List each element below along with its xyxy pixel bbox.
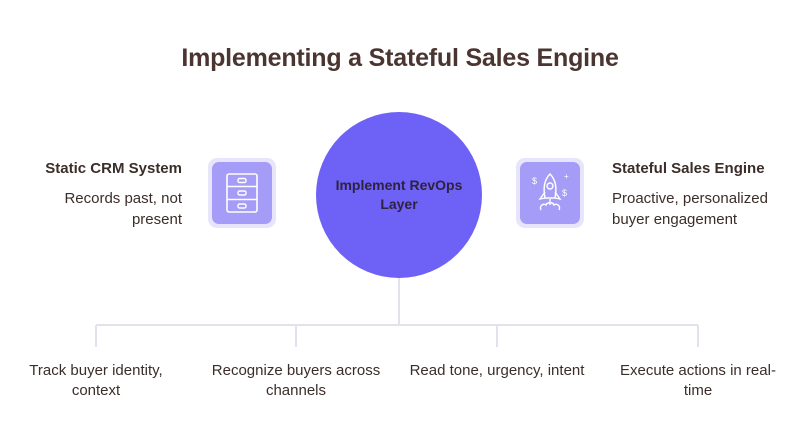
stateful-engine-icon-box: $ $ +	[516, 158, 584, 228]
stateful-engine-heading: Stateful Sales Engine	[612, 160, 765, 177]
center-node-label: Implement RevOps Layer	[335, 177, 463, 212]
svg-text:$: $	[562, 188, 567, 198]
static-crm-icon-box	[208, 158, 276, 228]
center-node: Implement RevOps Layer	[316, 112, 482, 278]
stateful-engine-block: Stateful Sales Engine Proactive, persona…	[612, 160, 782, 230]
file-cabinet-icon	[226, 173, 258, 213]
leaf-execute-actions: Execute actions in real-time	[620, 362, 776, 399]
leaf-recognize-buyers: Recognize buyers across channels	[211, 362, 381, 399]
svg-text:$: $	[532, 176, 537, 186]
page-title: Implementing a Stateful Sales Engine	[181, 44, 619, 72]
static-crm-block: Static CRM System Records past, not pres…	[45, 160, 182, 230]
leaf-track-identity: Track buyer identity, context	[29, 362, 163, 399]
static-crm-heading: Static CRM System	[45, 160, 182, 177]
svg-text:+: +	[564, 172, 569, 181]
stateful-engine-description: Proactive, personalized buyer engagement	[612, 190, 768, 228]
rocket-icon: $ $ +	[532, 172, 569, 211]
static-crm-description: Records past, not present	[64, 190, 182, 228]
leaf-read-tone: Read tone, urgency, intent	[409, 362, 585, 379]
